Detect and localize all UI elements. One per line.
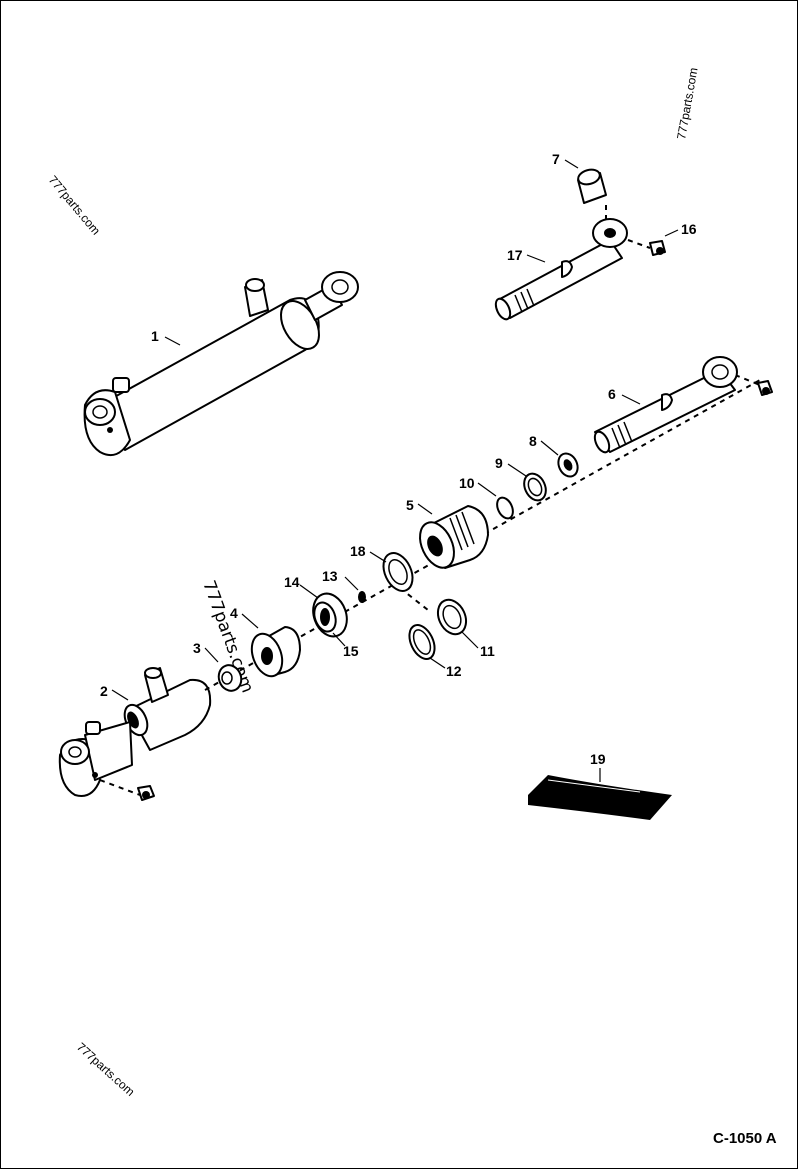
callout-1: 1 [151, 328, 159, 344]
leader-line-8 [540, 440, 559, 456]
leader-line-16 [664, 229, 679, 237]
callout-17: 17 [507, 247, 523, 263]
leader-line-17 [526, 254, 546, 263]
callout-7: 7 [552, 151, 560, 167]
leader-line-13 [344, 576, 359, 591]
leader-line-18 [369, 551, 387, 563]
rod-end [494, 218, 628, 321]
head-o-ring [408, 624, 436, 660]
rod-fitting-axis-line [734, 374, 761, 386]
leader-line-2 [111, 689, 129, 701]
leader-line-14 [299, 584, 319, 599]
drawing-code: C-1050 A [713, 1130, 777, 1147]
backup-ring [382, 552, 414, 592]
callout-16: 16 [681, 221, 697, 237]
leader-line-11 [461, 631, 479, 649]
fitting-axis-line [99, 779, 141, 796]
callout-3: 3 [193, 640, 201, 656]
lock-nut [217, 664, 243, 692]
callout-2: 2 [100, 683, 108, 699]
callout-6: 6 [608, 386, 616, 402]
leader-line-10 [477, 482, 497, 497]
barrel-grease-fitting [137, 785, 155, 801]
leader-line-7 [564, 159, 579, 169]
callout-19: 19 [590, 751, 606, 767]
cylinder-barrel [58, 667, 212, 797]
callout-4: 4 [230, 605, 238, 621]
grease-fitting-axis-line [627, 239, 651, 249]
callout-10: 10 [459, 475, 475, 491]
callout-5: 5 [406, 497, 414, 513]
bushing [577, 168, 607, 204]
wiper-o-ring [496, 496, 514, 520]
cylinder-assembly [83, 271, 359, 456]
head-seal-ring [436, 598, 468, 636]
leader-line-12 [429, 657, 446, 669]
leader-line-3 [204, 647, 219, 663]
o-ring-small [358, 591, 366, 603]
leader-line-5 [417, 503, 433, 515]
cylinder-head [419, 505, 489, 569]
callout-9: 9 [495, 455, 503, 471]
callout-18: 18 [350, 543, 366, 559]
rod-seal [523, 472, 547, 502]
grease-fitting [649, 240, 666, 256]
callout-8: 8 [529, 433, 537, 449]
watermark-top-right: 777parts.com [674, 66, 700, 140]
leader-line-15 [332, 632, 346, 647]
piston-seal [312, 592, 348, 638]
leader-line-1 [164, 336, 181, 346]
rod-wiper [557, 452, 579, 478]
seal-kit [528, 775, 672, 820]
leader-line-4 [241, 613, 259, 629]
piston-rod [593, 356, 738, 454]
rod-grease-fitting [757, 380, 773, 396]
piston [250, 626, 301, 678]
callout-12: 12 [446, 663, 462, 679]
watermark-bottom-left: 777parts.com [74, 1040, 137, 1099]
callout-15: 15 [343, 643, 359, 659]
watermark-top-left: 777parts.com [46, 173, 103, 238]
callout-11: 11 [480, 643, 495, 659]
leader-line-9 [507, 463, 527, 477]
callout-14: 14 [284, 574, 300, 590]
callout-13: 13 [322, 568, 338, 584]
leader-line-6 [621, 394, 641, 405]
